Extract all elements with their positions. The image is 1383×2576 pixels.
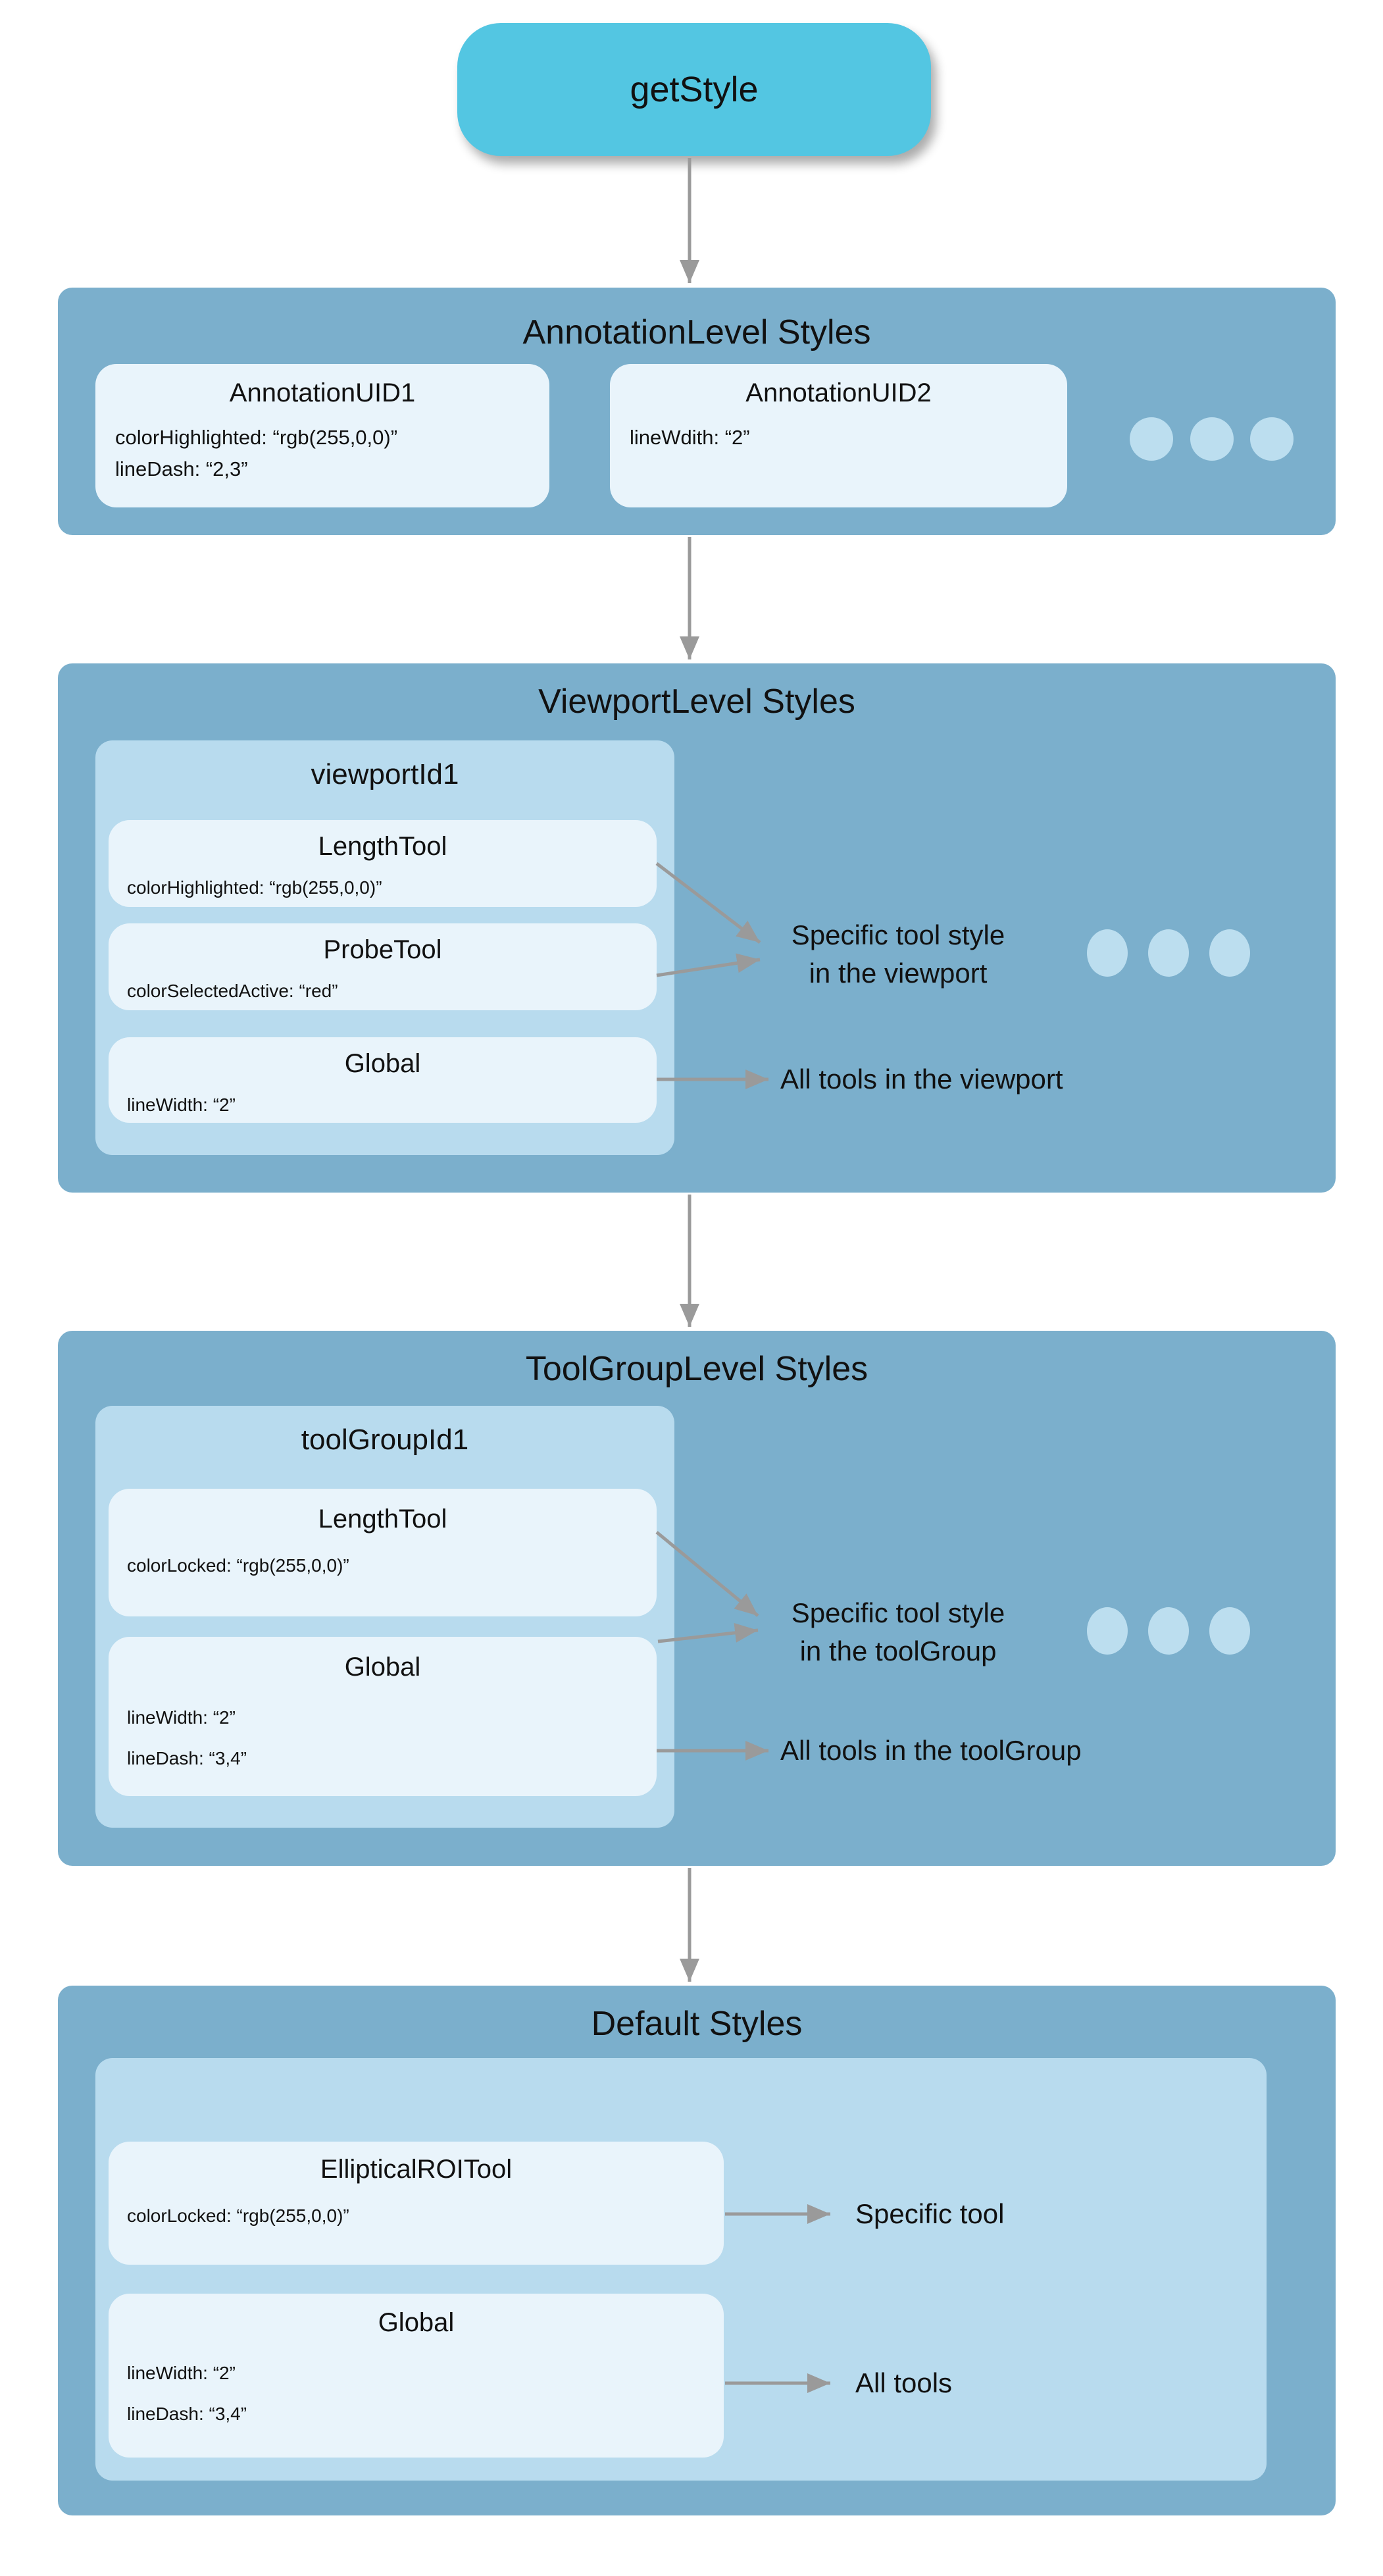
default-all-label: All tools [855, 2367, 953, 2398]
viewport-level-box: ViewportLevel Styles viewportId1 LengthT… [58, 663, 1336, 1193]
toolgroup-all-label: All tools in the toolGroup [780, 1735, 1082, 1766]
annotation-level-box: AnnotationLevel Styles AnnotationUID1 co… [58, 288, 1336, 535]
card-title: ProbeTool [323, 935, 442, 964]
toolgroup-level-box: ToolGroupLevel Styles toolGroupId1 Lengt… [58, 1331, 1336, 1866]
toolgroup-level-title: ToolGroupLevel Styles [525, 1350, 868, 1388]
card-title: Global [378, 2308, 455, 2337]
card-title: LengthTool [318, 1505, 447, 1533]
container-title: viewportId1 [311, 758, 459, 790]
label-line: in the toolGroup [799, 1636, 997, 1666]
viewport-all-label: All tools in the viewport [780, 1064, 1063, 1095]
container-title: toolGroupId1 [301, 1424, 469, 1456]
toolgroup-lengthtool-card: LengthTool colorLocked: “rgb(255,0,0)” [109, 1489, 657, 1616]
annotation-uid1-card: AnnotationUID1 colorHighlighted: “rgb(25… [95, 364, 549, 507]
dot [1209, 1607, 1250, 1655]
card-prop: colorLocked: “rgb(255,0,0)” [127, 1555, 349, 1576]
toolgroup-specific-label: Specific tool style in the toolGroup [770, 1594, 1026, 1670]
viewport-probetool-card: ProbeTool colorSelectedActive: “red” [109, 923, 657, 1010]
default-ellipticalroitool-card: EllipticalROITool colorLocked: “rgb(255,… [109, 2142, 724, 2265]
viewport-specific-label: Specific tool style in the viewport [770, 916, 1026, 992]
card-title: Global [344, 1049, 421, 1078]
dot [1130, 417, 1173, 461]
label-line: Specific tool style [791, 919, 1005, 950]
getstyle-label: getStyle [630, 70, 759, 109]
viewportid1-container: viewportId1 LengthTool colorHighlighted:… [95, 740, 674, 1155]
default-global-card: Global lineWidth: “2” lineDash: “3,4” [109, 2294, 724, 2458]
card-title: LengthTool [318, 832, 447, 861]
viewport-lengthtool-card: LengthTool colorHighlighted: “rgb(255,0,… [109, 820, 657, 907]
card-title: AnnotationUID1 [229, 378, 416, 407]
dot [1087, 1607, 1128, 1655]
card-prop: colorLocked: “rgb(255,0,0)” [127, 2205, 349, 2226]
annotation-uid2-card: AnnotationUID2 lineWdith: “2” [610, 364, 1067, 507]
card-prop: lineDash: “3,4” [127, 2404, 247, 2424]
card-title: Global [344, 1653, 421, 1682]
dot [1087, 929, 1128, 977]
default-specific-label: Specific tool [855, 2198, 1005, 2229]
dot [1190, 417, 1234, 461]
dot [1148, 929, 1189, 977]
dot [1148, 1607, 1189, 1655]
toolgroup-global-card: Global lineWidth: “2” lineDash: “3,4” [109, 1637, 657, 1796]
viewport-level-title: ViewportLevel Styles [538, 683, 855, 721]
dot [1250, 417, 1294, 461]
card-prop: lineWdith: “2” [630, 426, 750, 449]
card-prop: lineDash: “3,4” [127, 1748, 247, 1768]
card-prop: lineWidth: “2” [127, 1095, 236, 1115]
default-container: EllipticalROITool colorLocked: “rgb(255,… [95, 2058, 1267, 2481]
default-level-box: Default Styles EllipticalROITool colorLo… [58, 1986, 1336, 2515]
label-line: Specific tool style [791, 1597, 1005, 1628]
label-line: in the viewport [809, 958, 988, 989]
toolgroupid1-container: toolGroupId1 LengthTool colorLocked: “rg… [95, 1406, 674, 1828]
card-title: AnnotationUID2 [745, 378, 932, 407]
default-level-title: Default Styles [591, 2005, 803, 2043]
dot [1209, 929, 1250, 977]
card-prop: colorHighlighted: “rgb(255,0,0)” [127, 877, 382, 898]
annotation-level-title: AnnotationLevel Styles [522, 313, 871, 351]
card-prop: colorSelectedActive: “red” [127, 981, 338, 1001]
card-prop: colorHighlighted: “rgb(255,0,0)” [115, 426, 398, 449]
card-title: EllipticalROITool [320, 2155, 513, 2184]
getstyle-node: getStyle [457, 23, 931, 156]
viewport-global-card: Global lineWidth: “2” [109, 1037, 657, 1123]
card-prop: lineDash: “2,3” [115, 457, 248, 480]
card-prop: lineWidth: “2” [127, 1707, 236, 1728]
card-prop: lineWidth: “2” [127, 2363, 236, 2383]
